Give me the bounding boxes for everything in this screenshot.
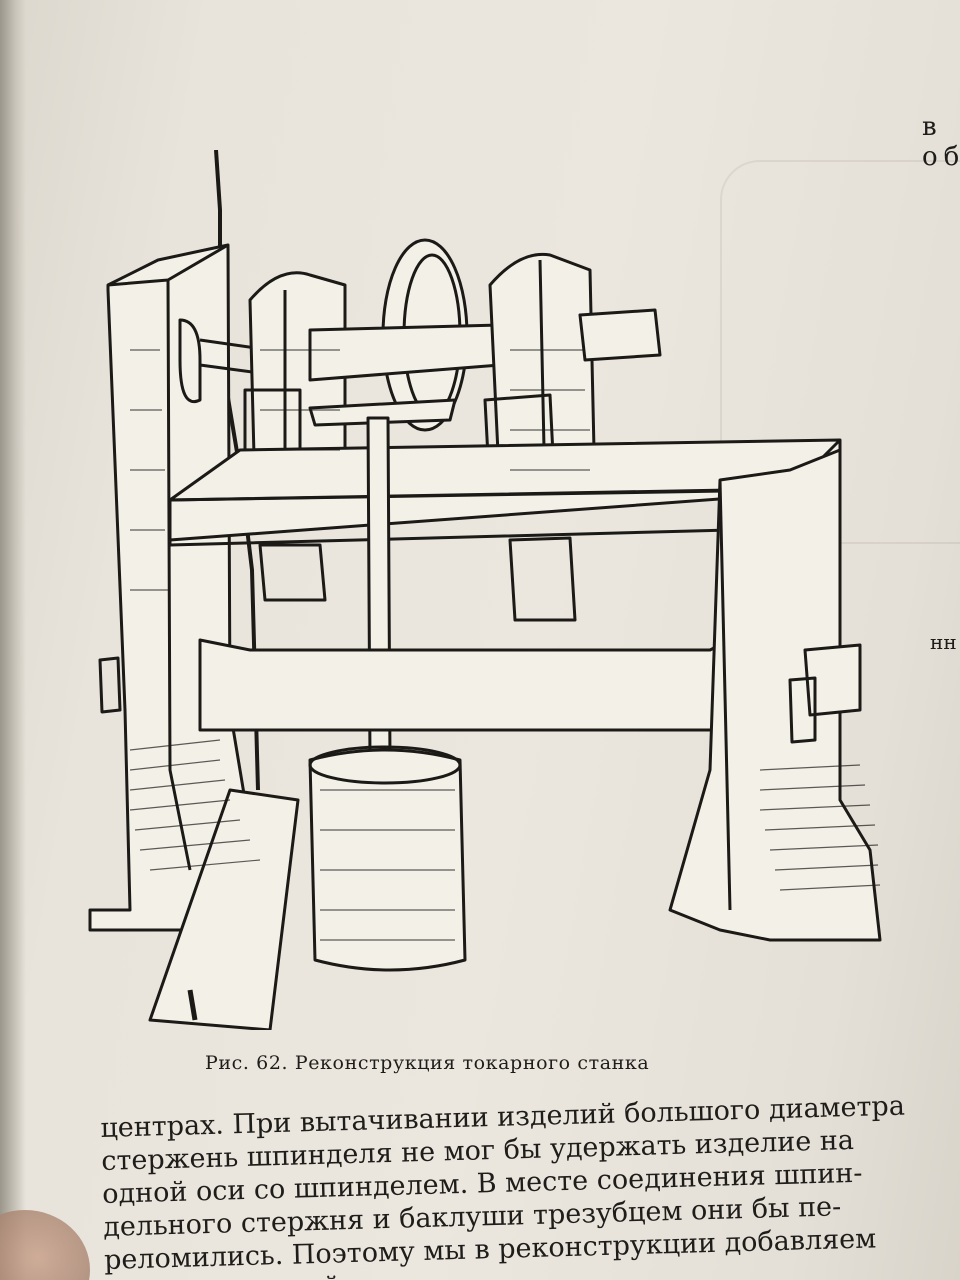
side-line-2: об [922, 142, 960, 172]
side-text-middle: нн [930, 630, 957, 654]
side-text-top: в об [922, 112, 960, 172]
page-edge [0, 0, 26, 1280]
lathe-drawing [88, 149, 882, 1032]
thumb [0, 1210, 90, 1280]
figure-caption: Рис. 62. Реконструкция токарного станка [205, 1052, 650, 1074]
lathe-illustration [70, 149, 890, 1032]
side-line-1: в [922, 112, 943, 142]
body-text: центрах. При вытачивании изделий большог… [100, 1090, 905, 1280]
